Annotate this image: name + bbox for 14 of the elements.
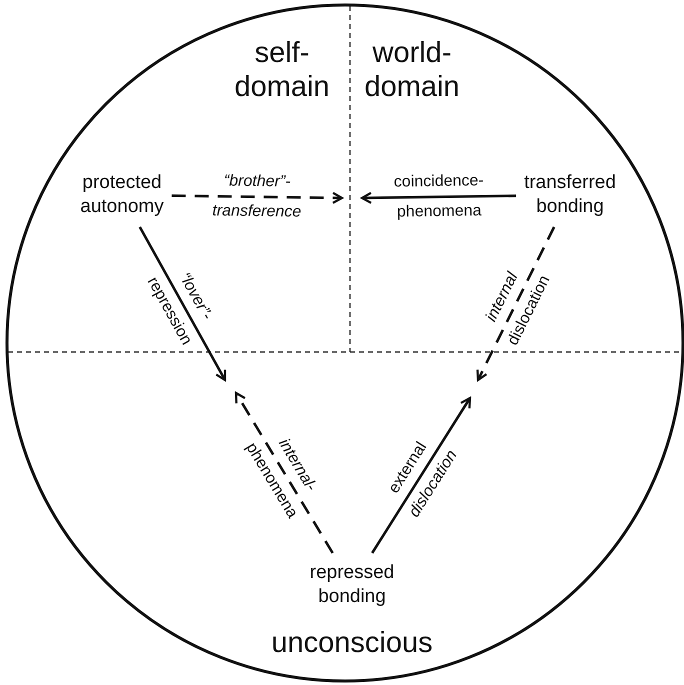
arrow [476, 226, 556, 382]
node-label: protected autonomy [80, 171, 164, 219]
region-label: unconscious [271, 626, 433, 660]
arrow [360, 192, 516, 204]
arrow [138, 226, 226, 382]
region-label: world- domain [364, 36, 460, 104]
edge-label: “brother”- transference [212, 171, 302, 222]
node-label: repressed bonding [310, 561, 394, 609]
arrow [234, 392, 334, 554]
arrow [371, 396, 472, 554]
edge-label: coincidence- phenomena [394, 171, 484, 222]
node-label: transferred bonding [524, 171, 616, 219]
region-label: self- domain [234, 36, 330, 104]
arrow [172, 192, 344, 204]
